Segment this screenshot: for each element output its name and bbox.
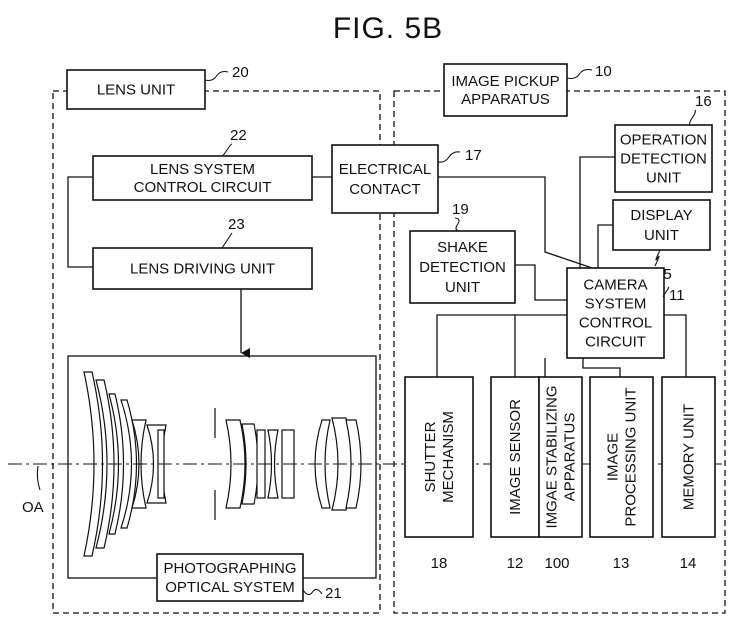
- image-sensor-box: [490, 376, 540, 538]
- connection-lines: [67, 156, 687, 377]
- display-leader: [654, 249, 661, 267]
- shake-box: [409, 230, 516, 304]
- image-sensor-ref-number: 12: [507, 555, 524, 572]
- camera-ctrl-label-line-4: CIRCUIT: [585, 334, 646, 351]
- shake-label-line-2: DETECTION: [419, 259, 506, 276]
- electrical-block: ELECTRICAL CONTACT 17: [331, 144, 482, 214]
- shutter-ref-number: 18: [431, 555, 448, 572]
- lens-driving-block: LENS DRIVING UNIT 23: [92, 216, 313, 290]
- photo-optical-block: PHOTOGRAPHING OPTICAL SYSTEM 21: [156, 553, 342, 602]
- image-sensor-label-line-1: IMAGE SENSOR: [507, 399, 524, 515]
- shutter-label-line-2: MECHANISM: [440, 411, 457, 503]
- operation-box: [614, 124, 713, 193]
- lens-driving-leader: [221, 232, 233, 249]
- electrical-leader: [437, 151, 461, 163]
- lens-unit-label-line-1: LENS UNIT: [97, 82, 175, 99]
- photo-optical-label-line-1: PHOTOGRAPHING: [163, 560, 296, 577]
- display-block: DISPLAYUNIT15: [612, 199, 711, 283]
- lens-unit-leader: [204, 70, 229, 82]
- camera-ctrl-label-line-3: CONTROL: [579, 315, 652, 332]
- oa-leader: [36, 465, 41, 491]
- photo-optical-box: [156, 553, 304, 602]
- lens-system-ctrl-label-line-2: CONTROL CIRCUIT: [134, 179, 272, 196]
- stabilizing-ref-number: 100: [544, 555, 569, 572]
- lens-driving-box: [92, 247, 313, 290]
- memory-label-line-1: MEMORY UNIT: [681, 404, 698, 510]
- shutter-box: [404, 376, 474, 538]
- photo-optical-leader: [302, 588, 323, 596]
- operation-ref-number: 16: [695, 93, 712, 110]
- operation-label-line-1: OPERATION: [620, 132, 707, 149]
- processing-box: [589, 376, 654, 538]
- electrical-ref-number: 17: [465, 147, 482, 164]
- lens-system-ctrl-box: [92, 155, 313, 201]
- lens-unit-ref-number: 20: [232, 64, 249, 81]
- image-pickup-label-line-1: IMAGE PICKUP: [451, 73, 559, 90]
- operation-leader: [689, 109, 696, 126]
- image-pickup-ref-number: 10: [595, 63, 612, 80]
- processing-ref-number: 13: [613, 555, 630, 572]
- processing-label-line-2: PROCESSING UNIT: [623, 387, 640, 526]
- operation-block: OPERATION DETECTION UNIT 16: [614, 93, 713, 193]
- shake-label-line-1: SHAKE: [437, 239, 488, 256]
- camera-ctrl-ref-number: 11: [669, 287, 685, 304]
- electrical-box: [331, 144, 439, 214]
- lens-unit-block: LENS UNIT 20: [66, 64, 249, 110]
- shake-block: SHAKE DETECTION UNIT 19: [409, 201, 516, 304]
- electrical-label-line-2: CONTACT: [349, 181, 420, 198]
- camera-ctrl-leader: [662, 286, 670, 298]
- lens-driving-label-line-1: LENS DRIVING UNIT: [130, 261, 275, 278]
- lens-system-ctrl-label-line-1: LENS SYSTEM: [150, 161, 255, 178]
- optical-axis-label: OA: [22, 499, 44, 516]
- stabilizing-label-line-1: IMGAE STABILIZING: [544, 385, 561, 528]
- shake-ref-number: 19: [452, 201, 469, 218]
- camera-ctrl-block: CAMERA SYSTEM CONTROL CIRCUIT 11: [566, 267, 685, 359]
- image-sensor-block: IMAGE SENSOR 12: [490, 376, 540, 572]
- image-pickup-label-line-2: APPARATUS: [461, 91, 550, 108]
- shutter-label-line-1: SHUTTER: [422, 421, 439, 492]
- shake-label-line-3: UNIT: [445, 279, 480, 296]
- lens-driving-ref-number: 23: [228, 216, 245, 233]
- operation-label-line-2: DETECTION: [620, 151, 707, 168]
- memory-box: [661, 376, 716, 538]
- operation-label-line-3: UNIT: [646, 170, 681, 187]
- image-pickup-box: [443, 63, 568, 117]
- image-pickup-leader: [566, 68, 593, 80]
- stabilizing-box: [538, 376, 583, 538]
- camera-ctrl-box: [566, 267, 665, 359]
- stabilizing-label-line-2: APPARATUS: [562, 413, 579, 502]
- photo-optical-ref-number: 21: [325, 585, 342, 602]
- shake-leader: [454, 217, 461, 232]
- lens-unit-box: [66, 69, 206, 110]
- processing-label-line-1: IMAGE: [605, 433, 622, 481]
- lens-system-ctrl-leader: [221, 143, 233, 157]
- display-label-line-2: UNIT: [644, 227, 679, 244]
- camera-ctrl-label-line-2: SYSTEM: [585, 296, 647, 313]
- photo-optical-label-line-2: OPTICAL SYSTEM: [165, 579, 294, 596]
- electrical-label-line-1: ELECTRICAL: [339, 161, 432, 178]
- display-label-line-1: DISPLAY: [630, 207, 692, 224]
- figure-title: FIG. 5B: [333, 12, 443, 45]
- lens-system-ctrl-ref-number: 22: [230, 127, 247, 144]
- memory-block: MEMORY UNIT 14: [661, 376, 716, 572]
- lens-unit-enclosure: [52, 90, 381, 614]
- memory-ref-number: 14: [680, 555, 697, 572]
- display-box: [612, 199, 711, 251]
- camera-ctrl-label-line-1: CAMERA: [583, 277, 647, 294]
